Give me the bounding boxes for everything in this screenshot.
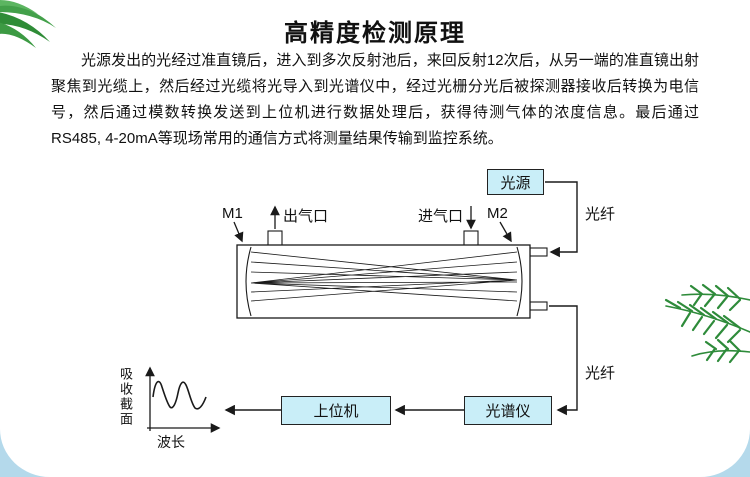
- spectrometer-label: 光谱仪: [485, 403, 531, 420]
- m1-pointer-arrow: [233, 221, 244, 243]
- fiber-label-top: 光纤: [585, 206, 616, 223]
- m2-pointer-arrow: [499, 221, 512, 243]
- fiber-line-bottom: [549, 305, 578, 416]
- mirror-m2-label: M2: [487, 205, 508, 222]
- host-computer-label: 上位机: [313, 403, 359, 420]
- spectrometer-box: 光谱仪: [464, 396, 552, 425]
- gas-outlet-label: 出气口: [283, 208, 329, 225]
- graph-x-axis-label: 波长: [157, 434, 185, 450]
- gas-inlet-label: 进气口: [418, 208, 464, 225]
- description-paragraph: 光源发出的光经过准直镜后，进入到多次反射池后，来回反射12次后，从另一端的准直镜…: [51, 52, 699, 147]
- reflected-beam-paths: [250, 251, 518, 302]
- multipass-cell: [236, 230, 548, 319]
- light-source-label: 光源: [500, 174, 531, 192]
- palm-leaf-right-decoration: [664, 283, 750, 364]
- mirror-m1-label: M1: [222, 205, 243, 222]
- fiber-label-bottom: 光纤: [585, 365, 616, 382]
- mirror-m1-arc: [245, 246, 252, 317]
- fiber-connector-bottom: [529, 301, 548, 311]
- corner-decoration-bottom-left: [0, 429, 50, 477]
- palm-leaf-top-left-decoration: [0, 0, 56, 48]
- mirror-m2-arc: [516, 246, 523, 317]
- gas-outlet-port: [267, 230, 283, 247]
- fiber-line-top: [545, 181, 578, 258]
- corner-decoration-bottom-right: [700, 429, 750, 477]
- light-source-box: 光源: [487, 169, 544, 195]
- graph-y-axis-label: 吸收截面: [118, 367, 133, 427]
- host-computer-box: 上位机: [281, 396, 391, 425]
- page-title: 高精度检测原理: [284, 20, 466, 47]
- absorption-curve: [152, 380, 207, 410]
- fiber-connector-top: [529, 247, 548, 257]
- gas-inlet-port: [463, 230, 479, 247]
- absorption-spectrum-graph: [145, 366, 221, 433]
